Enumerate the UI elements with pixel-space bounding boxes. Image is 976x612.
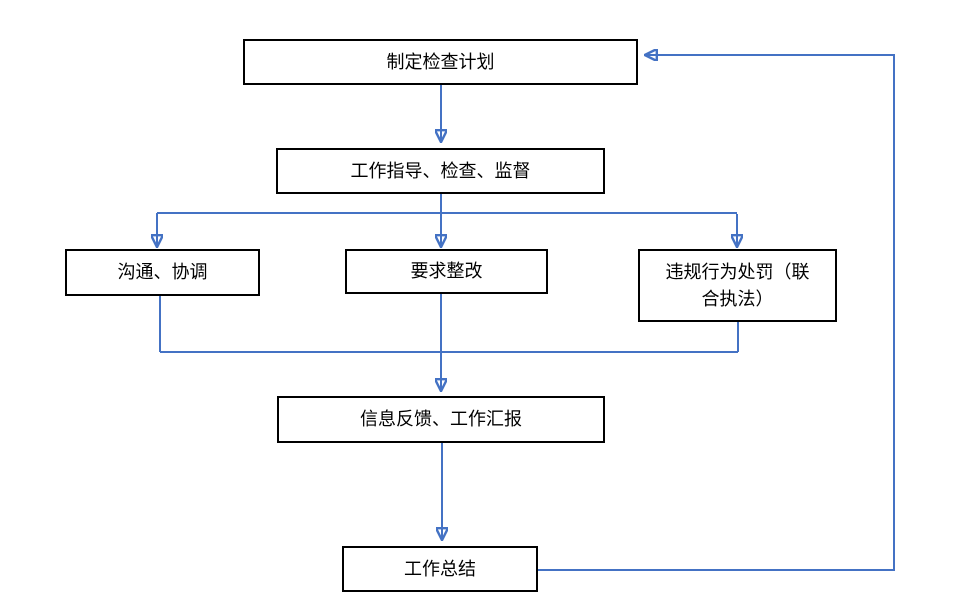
node-require-rectification: 要求整改 — [345, 249, 548, 294]
edge-summary-to-plan-loop — [538, 55, 895, 571]
node-work-summary-label: 工作总结 — [404, 558, 476, 579]
node-violation-punishment-label: 违规行为处罚（联 合执法） — [665, 262, 810, 309]
node-communication-coordination: 沟通、协调 — [65, 249, 260, 296]
node-make-inspection-plan: 制定检查计划 — [243, 39, 638, 85]
node-require-rectification-label: 要求整改 — [410, 261, 483, 282]
node-information-feedback-label: 信息反馈、工作汇报 — [360, 409, 522, 430]
node-make-inspection-plan-label: 制定检查计划 — [386, 51, 495, 72]
node-information-feedback-work-report: 信息反馈、工作汇报 — [277, 396, 605, 443]
node-violation-punishment-joint-enforcement: 违规行为处罚（联 合执法） — [638, 249, 837, 322]
node-work-summary: 工作总结 — [342, 546, 538, 592]
node-communication-coordination-label: 沟通、协调 — [117, 262, 208, 283]
node-work-guidance-inspection-supervision: 工作指导、检查、监督 — [276, 148, 605, 194]
node-work-guidance-label: 工作指导、检查、监督 — [350, 160, 531, 181]
